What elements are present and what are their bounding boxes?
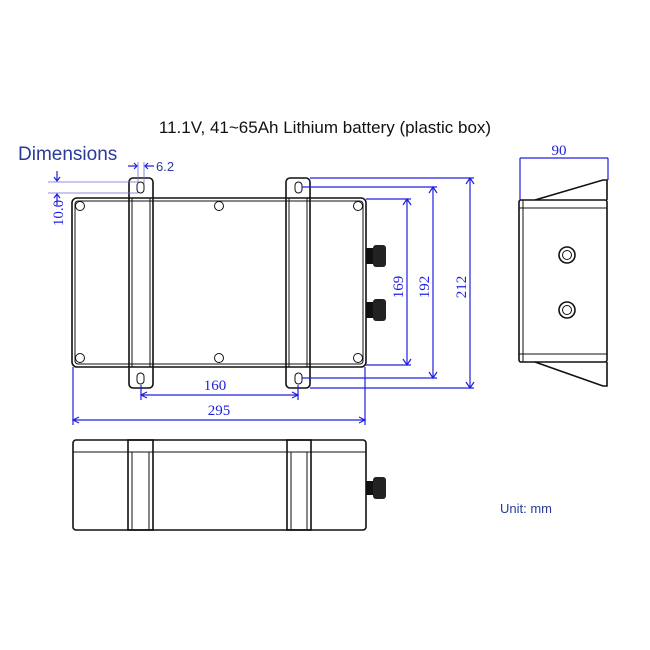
dim-length: 295 (208, 403, 231, 419)
cable-glands (366, 245, 386, 321)
dim-tab-offset: 10.0 (51, 200, 67, 226)
mounting-strap-right (285, 177, 311, 389)
dim-height-192: 192 (417, 276, 433, 299)
screw-holes (75, 201, 363, 363)
drawing-title: 11.1V, 41~65Ah Lithium battery (plastic … (159, 118, 491, 137)
dim-height-169: 169 (391, 276, 407, 299)
dim-strap-spacing: 160 (204, 378, 227, 394)
side-view (518, 179, 608, 387)
front-view (72, 439, 386, 531)
dimensions-heading: Dimensions (18, 144, 117, 165)
dim-depth: 90 (552, 143, 567, 159)
mounting-strap-left (128, 177, 154, 389)
dimension-lines (48, 157, 609, 425)
dim-height-212: 212 (454, 276, 470, 299)
dim-slot-width: 6.2 (156, 159, 174, 174)
unit-label: Unit: mm (500, 501, 552, 516)
top-view (71, 177, 386, 389)
